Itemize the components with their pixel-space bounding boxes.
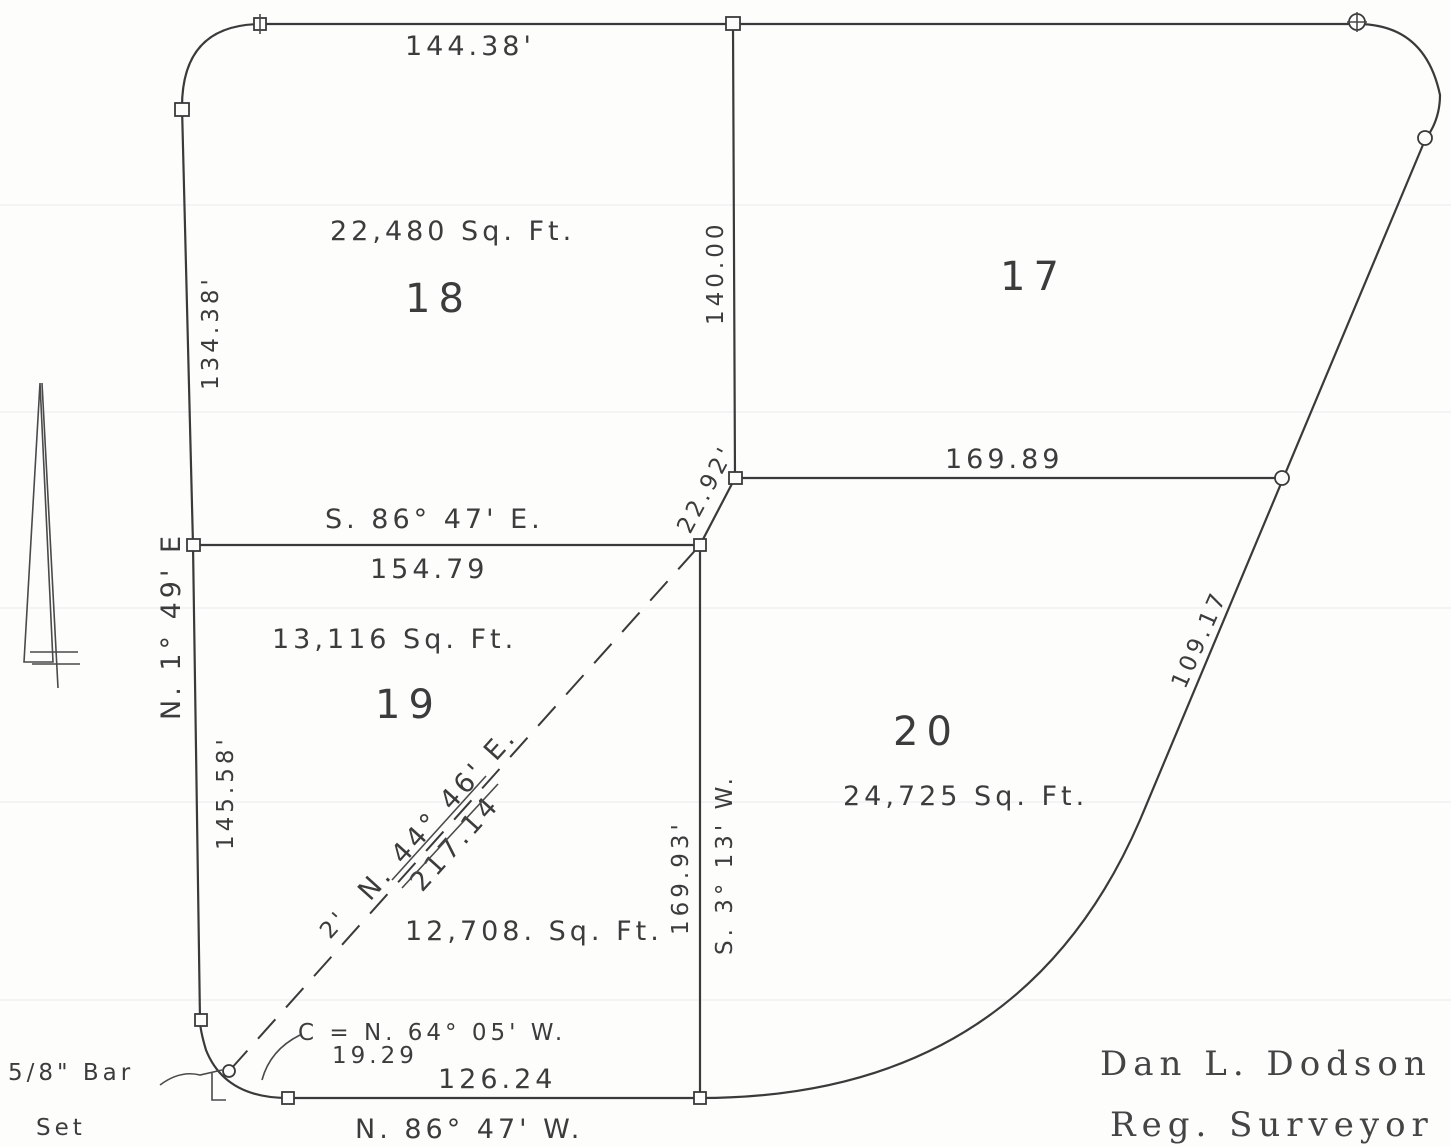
dim-top-lot18: 144.38' xyxy=(405,31,535,62)
square-marker-icon xyxy=(194,1013,208,1027)
lot-lower-area: 12,708. Sq. Ft. xyxy=(405,916,663,947)
dim-lot18-19-distance: 154.79 xyxy=(370,554,488,585)
dim-curve-distance: 19.29 xyxy=(332,1043,418,1069)
lot-18-number: 18 xyxy=(405,276,472,322)
circle-marker-icon xyxy=(222,1064,236,1078)
dim-north-bearing: N. 1° 49' E xyxy=(156,532,187,720)
lot-18-area: 22,480 Sq. Ft. xyxy=(330,216,575,247)
dim-lot17-20: 169.89 xyxy=(945,444,1063,475)
diagonal-underline xyxy=(401,783,499,889)
square-marker-icon xyxy=(693,538,707,552)
dim-east-lot18: 140.00 xyxy=(703,221,729,325)
corner-note-line1: 5/8" Bar xyxy=(8,1060,134,1086)
dim-bottom-distance: 126.24 xyxy=(438,1064,556,1095)
monument-markers xyxy=(174,12,1433,1105)
square-marker-icon xyxy=(253,14,267,34)
curve-leader xyxy=(261,1034,301,1081)
square-marker-icon xyxy=(728,471,743,485)
line-diagonal xyxy=(229,544,701,1071)
dim-west-lot18: 134.38' xyxy=(198,275,224,390)
line-lot18-east xyxy=(731,22,737,480)
circle-marker-icon xyxy=(1417,130,1433,146)
dim-east-lot19-bearing: S. 3° 13' W. xyxy=(712,774,738,955)
dim-west-lot19: 145.58' xyxy=(213,735,239,850)
lot-19-number: 19 xyxy=(375,682,442,728)
square-marker-icon xyxy=(281,1091,295,1105)
lot-17-number: 17 xyxy=(1000,254,1067,300)
line-short-segment xyxy=(698,476,737,547)
square-marker-icon xyxy=(693,1091,707,1105)
north-arrow-icon xyxy=(23,382,80,689)
square-marker-icon xyxy=(174,102,190,117)
surveyor-name: Dan L. Dodson xyxy=(1100,1044,1432,1084)
corner-note-leader xyxy=(159,1069,223,1086)
dim-curve-bearing: C = N. 64° 05' W. xyxy=(298,1020,566,1046)
corner-note-tick xyxy=(211,1072,226,1101)
lot-20-area: 24,725 Sq. Ft. xyxy=(843,781,1088,812)
dim-lot18-19-bearing: S. 86° 47' E. xyxy=(325,504,544,535)
circle-marker-icon xyxy=(1347,12,1367,32)
lot-20-number: 20 xyxy=(893,709,960,755)
paper-ruling xyxy=(0,204,1451,1001)
lot-19-area: 13,116 Sq. Ft. xyxy=(272,624,517,655)
square-marker-icon xyxy=(186,538,201,552)
diagonal-underline xyxy=(391,775,487,881)
corner-note-line2: Set xyxy=(36,1115,86,1141)
dim-east-lot19: 169.93' xyxy=(668,820,694,935)
square-marker-icon xyxy=(725,16,741,31)
surveyor-title: Reg. Surveyor xyxy=(1110,1105,1434,1145)
circle-marker-icon xyxy=(1274,470,1290,486)
dim-bottom-bearing: N. 86° 47' W. xyxy=(355,1114,583,1145)
